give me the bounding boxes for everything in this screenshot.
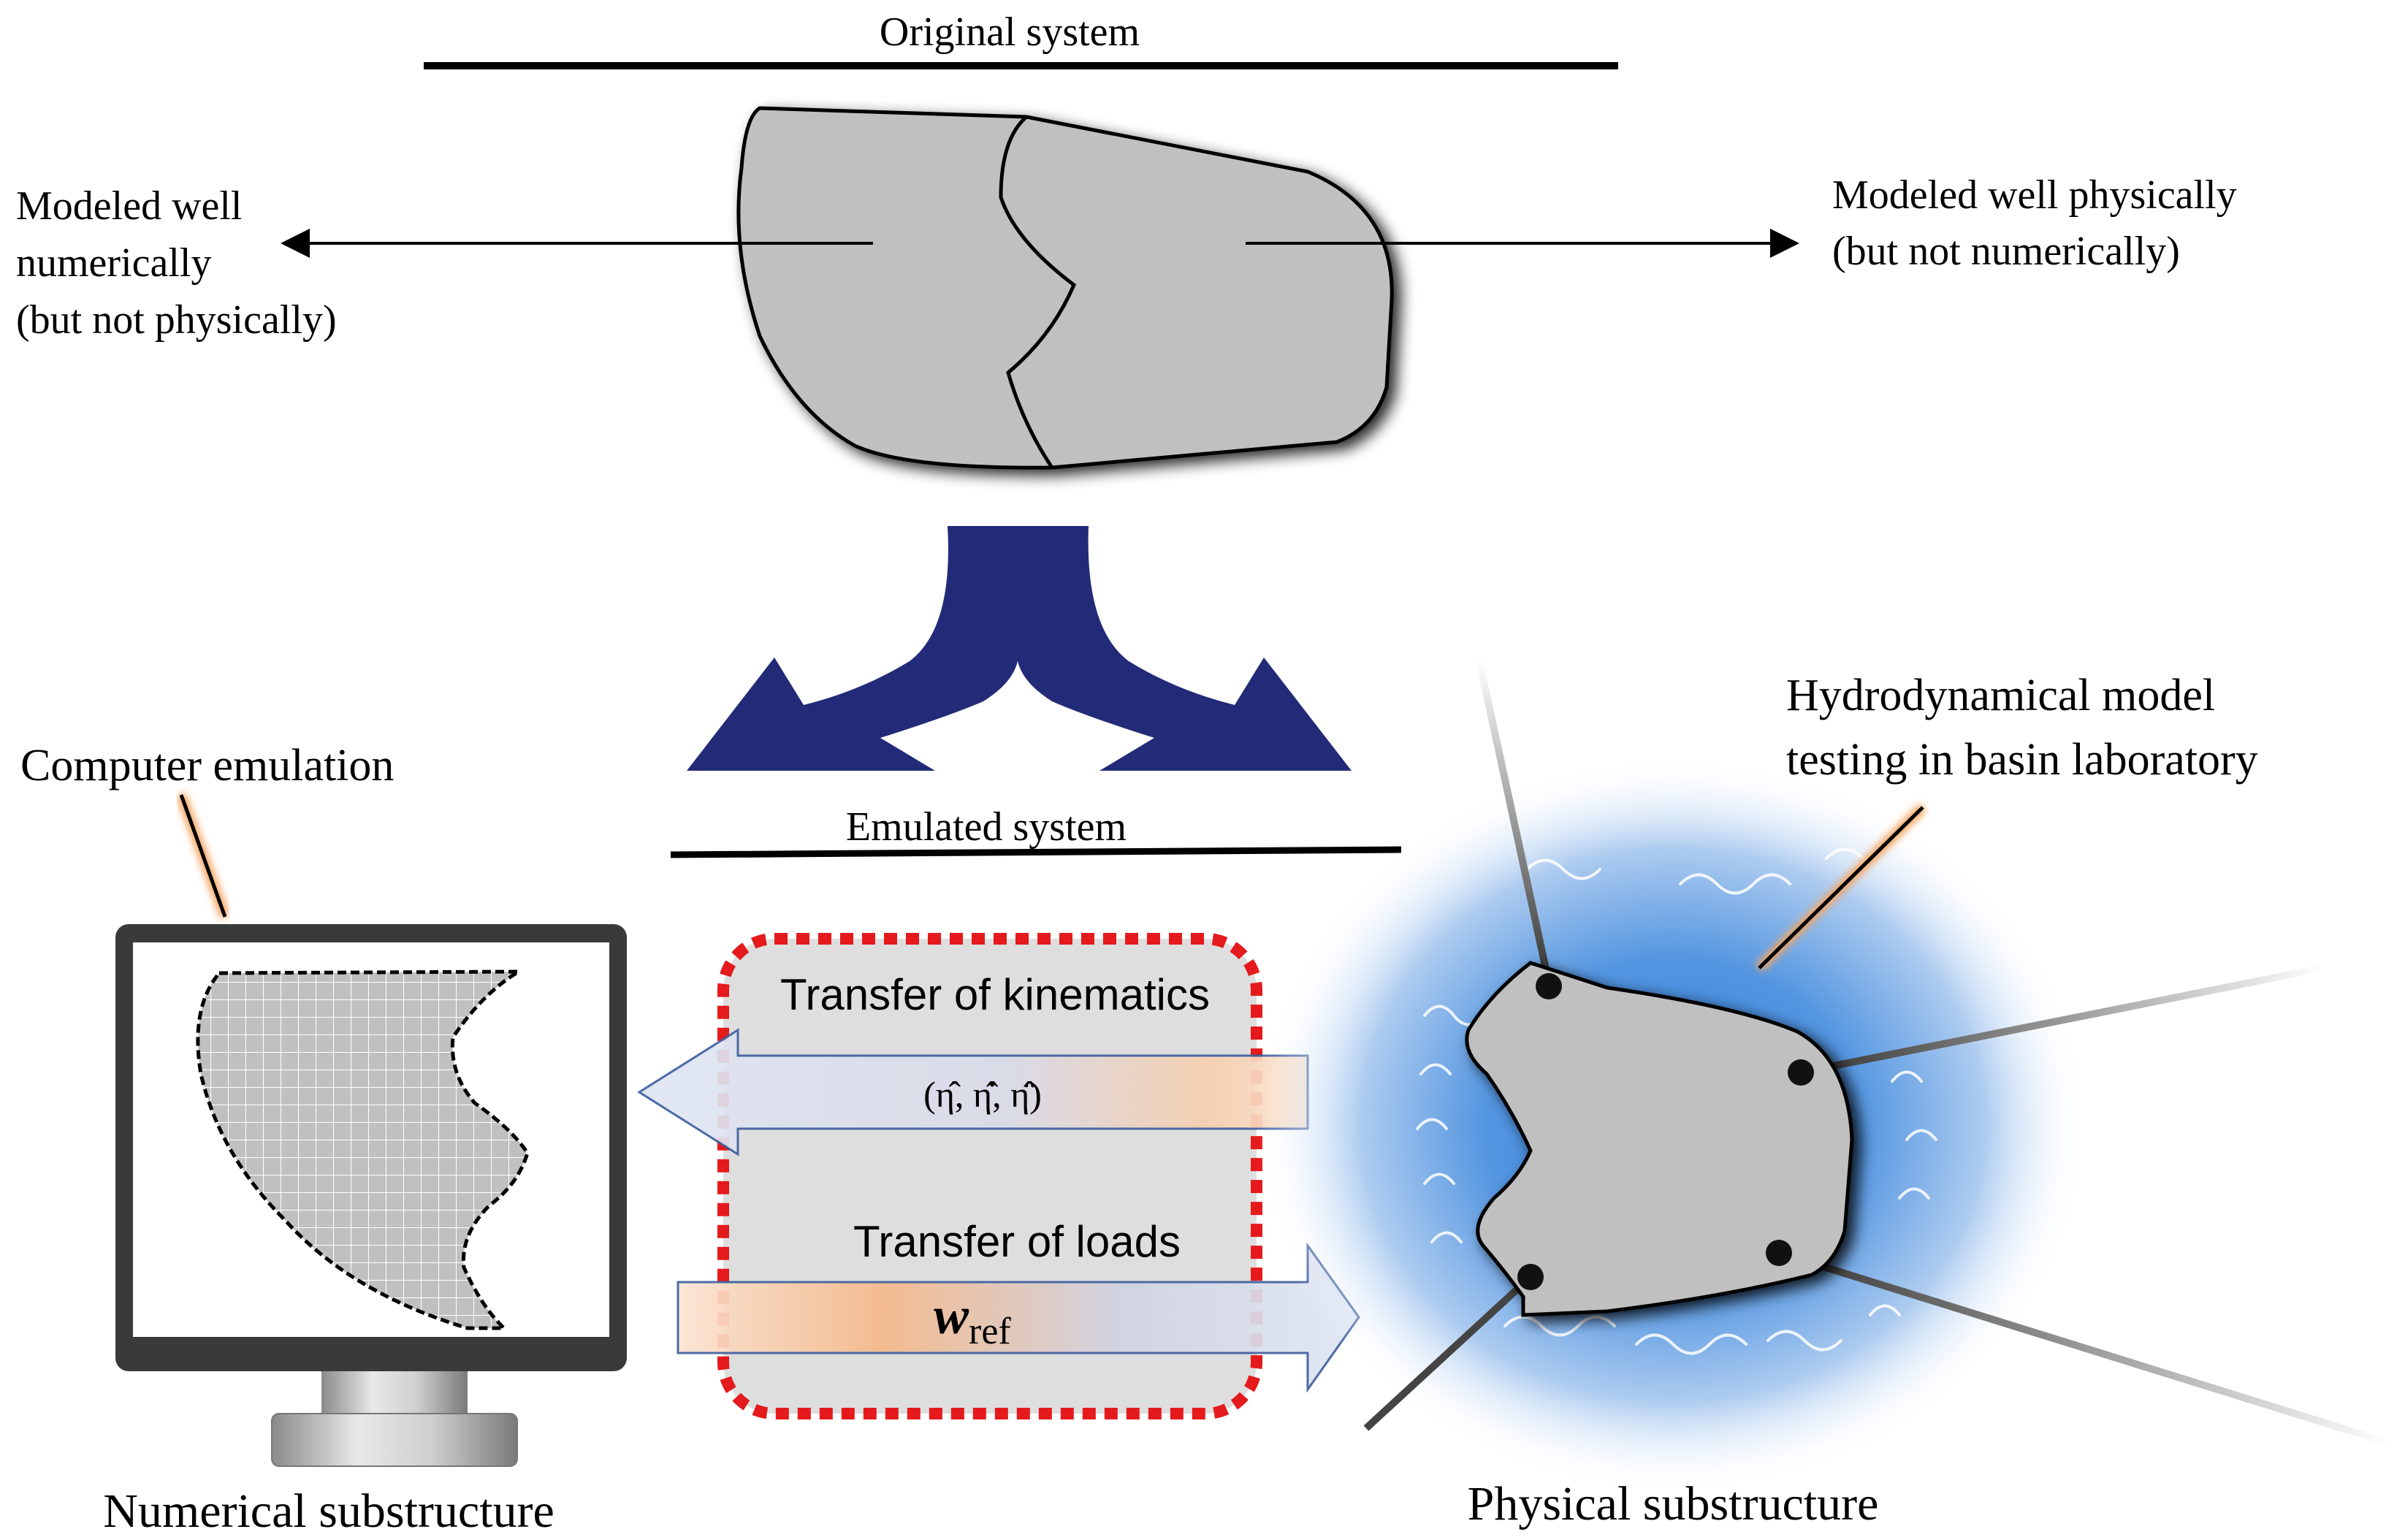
emulated-system-rule — [670, 846, 1402, 858]
hydrodynamic-callout-line-1: Hydrodynamical model — [1786, 671, 2215, 720]
physical-body — [1465, 961, 1854, 1317]
original-body — [736, 106, 1394, 470]
hydrodynamic-callout: Hydrodynamical model testing in basin la… — [1786, 671, 2258, 785]
numerical-annotation: Modeled well numerically (but not physic… — [16, 183, 337, 343]
mooring-attachment-points — [1517, 973, 1814, 1290]
loads-label: Transfer of loads — [853, 1217, 1181, 1266]
original-system-title: Original system — [880, 9, 1140, 55]
mooring-line-top-left — [1476, 660, 1552, 984]
mooring-line-right-lower — [1777, 1249, 2390, 1446]
physical-annotation-line-1: Modeled well physically — [1832, 172, 2237, 218]
kinematics-arrow — [637, 1028, 1309, 1156]
kinematics-label: Transfer of kinematics — [780, 970, 1210, 1019]
mooring-line-bottom-left — [1363, 1274, 1533, 1431]
computer-emulation-callout: Computer emulation — [20, 741, 394, 790]
numerical-body-mesh — [196, 969, 530, 1330]
loads-symbol-main: w — [934, 1286, 969, 1345]
computer-emulation-pointer — [179, 794, 227, 918]
kinematics-symbol: (η̂, η̂̇, η̂̈) — [923, 1074, 1042, 1115]
loads-symbol-sub: ref — [969, 1311, 1011, 1352]
wave-marks — [1416, 847, 1937, 1355]
emulated-system-title: Emulated system — [846, 804, 1127, 850]
physical-annotation: Modeled well physically (but not numeric… — [1832, 172, 2247, 274]
numerical-annotation-line-2: numerically — [16, 240, 211, 286]
loads-symbol: wref — [934, 1286, 1011, 1352]
hydrodynamic-pointer — [1758, 806, 1924, 969]
mooring-line-right-upper — [1800, 964, 2324, 1076]
physical-substructure-caption: Physical substructure — [1468, 1477, 1879, 1531]
hydrodynamic-callout-line-2: testing in basin laboratory — [1786, 735, 2258, 785]
numerical-annotation-line-1: Modeled well — [16, 183, 242, 229]
numerical-annotation-line-3: (but not physically) — [16, 297, 337, 343]
original-body-split-line — [999, 115, 1077, 469]
numerical-substructure-caption: Numerical substructure — [103, 1484, 554, 1538]
split-arrow-icon — [687, 526, 1352, 771]
physical-annotation-line-2: (but not numerically) — [1832, 229, 2180, 274]
